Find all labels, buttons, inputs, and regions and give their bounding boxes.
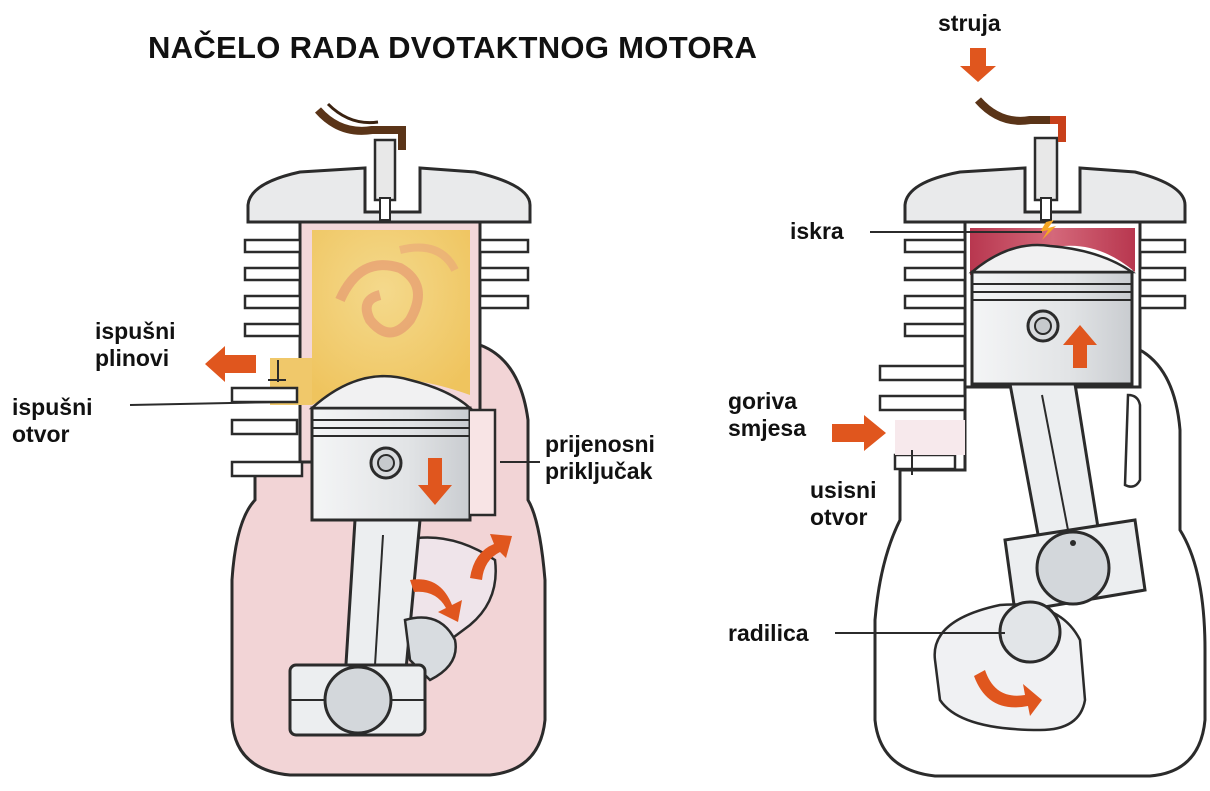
crankshaft-pin xyxy=(1000,602,1060,662)
label-intake-port: usisni otvor xyxy=(810,477,876,531)
current-arrow xyxy=(960,48,996,82)
label-transfer-port: prijenosni priključak xyxy=(545,431,655,485)
exhaust-arrow xyxy=(205,346,256,382)
label-crankshaft: radilica xyxy=(728,620,809,647)
label-exhaust-port: ispušni otvor xyxy=(12,394,93,448)
label-spark: iskra xyxy=(790,218,844,245)
fuel-mixture-arrow xyxy=(832,415,886,451)
page-title: NAČELO RADA DVOTAKTNOG MOTORA xyxy=(148,30,757,66)
left-engine xyxy=(130,104,545,775)
label-exhaust-gases: ispušni plinovi xyxy=(95,318,176,372)
right-engine xyxy=(832,48,1205,776)
label-fuel-mixture: goriva smjesa xyxy=(728,388,806,442)
label-current: struja xyxy=(938,10,1001,37)
